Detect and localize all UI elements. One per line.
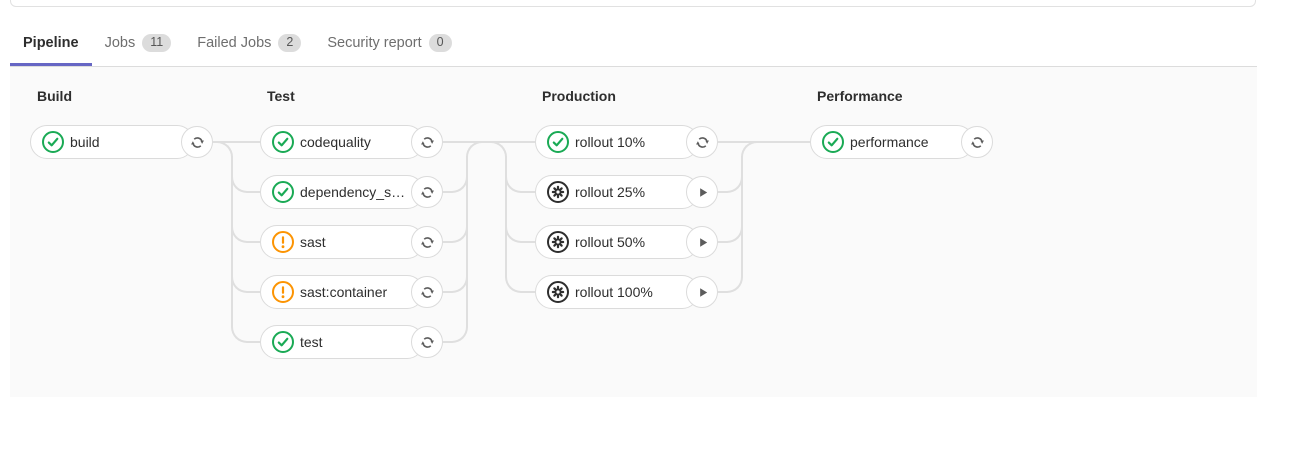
tab-jobs[interactable]: Jobs 11 <box>92 20 185 66</box>
warning-status-icon <box>272 281 294 303</box>
job-name: rollout 25% <box>575 184 646 200</box>
retry-button[interactable] <box>181 126 213 158</box>
job-name: sast <box>300 234 326 250</box>
job-name: sast:container <box>300 284 388 300</box>
connector-line <box>718 141 810 143</box>
pipeline-graph-panel: Build build Test codequality dependency_s…… <box>10 67 1257 397</box>
success-status-icon <box>272 181 294 203</box>
warning-status-icon <box>272 231 294 253</box>
job-name: dependency_s… <box>300 184 404 200</box>
tab-pipeline[interactable]: Pipeline <box>10 20 92 66</box>
job-pill[interactable]: sast:container <box>260 275 443 309</box>
connector-curve <box>487 141 507 158</box>
success-status-icon <box>42 131 64 153</box>
job-pill[interactable]: codequality <box>260 125 443 159</box>
job-name: rollout 10% <box>575 134 646 150</box>
success-status-icon <box>822 131 844 153</box>
job-pill[interactable]: rollout 25% <box>535 175 718 209</box>
job-pill[interactable]: rollout 50% <box>535 225 718 259</box>
success-status-icon <box>547 131 569 153</box>
retry-button[interactable] <box>961 126 993 158</box>
failed-jobs-count-badge: 2 <box>278 34 302 52</box>
tab-label: Jobs <box>104 35 136 51</box>
connector-elbow <box>718 156 743 293</box>
pipeline-tabs: Pipeline Jobs 11 Failed Jobs 2 Security … <box>10 0 1257 67</box>
job-name: rollout 100% <box>575 284 653 300</box>
success-status-icon <box>272 331 294 353</box>
job-name: test <box>300 334 323 350</box>
connector-elbow <box>443 156 468 343</box>
retry-button[interactable] <box>411 226 443 258</box>
connector-line <box>213 141 260 143</box>
manual-status-icon <box>547 181 569 203</box>
manual-status-icon <box>547 231 569 253</box>
retry-button[interactable] <box>411 326 443 358</box>
tab-label: Failed Jobs <box>197 35 272 51</box>
connector-curve <box>741 141 761 158</box>
job-pill[interactable]: rollout 100% <box>535 275 718 309</box>
retry-button[interactable] <box>411 276 443 308</box>
job-pill[interactable]: sast <box>260 225 443 259</box>
job-name: build <box>70 134 100 150</box>
stage-header: Build <box>37 88 72 104</box>
security-report-count-badge: 0 <box>428 34 452 52</box>
tab-failed-jobs[interactable]: Failed Jobs 2 <box>184 20 314 66</box>
success-status-icon <box>272 131 294 153</box>
retry-button[interactable] <box>686 126 718 158</box>
tab-security-report[interactable]: Security report 0 <box>314 20 464 66</box>
retry-button[interactable] <box>411 126 443 158</box>
jobs-count-badge: 11 <box>142 34 172 52</box>
connector-elbow <box>231 156 260 343</box>
job-name: codequality <box>300 134 371 150</box>
play-button[interactable] <box>686 226 718 258</box>
connector-curve <box>213 141 233 158</box>
job-name: performance <box>850 134 929 150</box>
connector-curve <box>466 141 486 158</box>
tab-label: Pipeline <box>23 35 79 51</box>
job-pill[interactable]: build <box>30 125 213 159</box>
connector-elbow <box>505 156 535 293</box>
retry-button[interactable] <box>411 176 443 208</box>
job-pill[interactable]: performance <box>810 125 993 159</box>
stage-header: Production <box>542 88 616 104</box>
job-pill[interactable]: test <box>260 325 443 359</box>
tab-label: Security report <box>327 35 422 51</box>
play-button[interactable] <box>686 176 718 208</box>
job-pill[interactable]: rollout 10% <box>535 125 718 159</box>
stage-header: Performance <box>817 88 903 104</box>
job-pill[interactable]: dependency_s… <box>260 175 443 209</box>
play-button[interactable] <box>686 276 718 308</box>
job-name: rollout 50% <box>575 234 646 250</box>
manual-status-icon <box>547 281 569 303</box>
stage-header: Test <box>267 88 295 104</box>
